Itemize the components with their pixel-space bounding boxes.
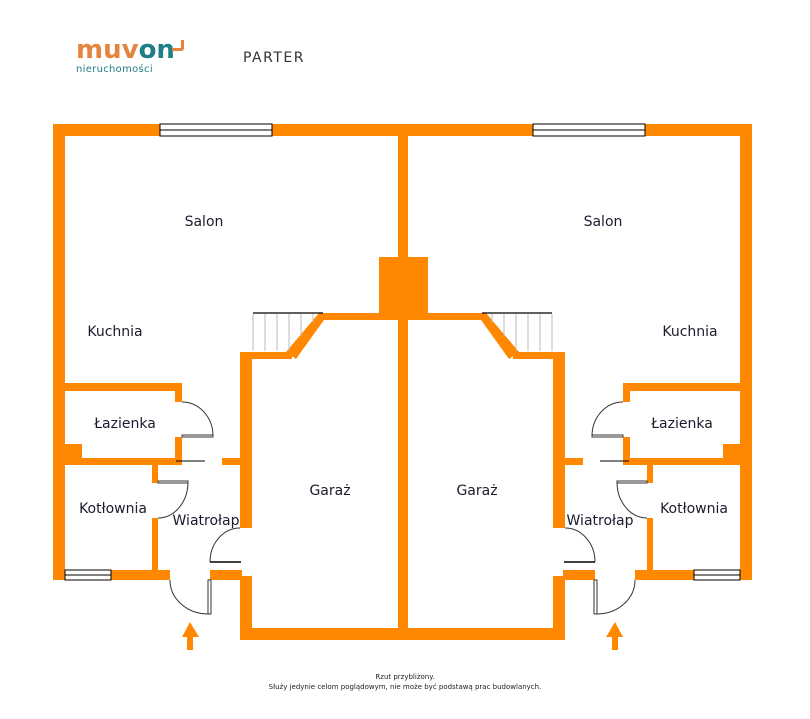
room-label-bathroom: Łazienka — [93, 416, 156, 432]
room-label-garage: Garaż — [456, 483, 497, 499]
room-label-kitchen: Kuchnia — [662, 324, 717, 340]
room-label-garage: Garaż — [309, 483, 350, 499]
brand-logo: muvon nieruchomości — [76, 35, 184, 75]
logo-swoosh-icon — [172, 40, 184, 51]
logo-wordmark: muvon — [76, 35, 175, 65]
chimney — [379, 257, 428, 318]
left-unit-walls — [52, 123, 404, 651]
party-wall — [398, 124, 408, 640]
room-labels-left: Salon Kuchnia Łazienka Kotłownia Wiatroł… — [79, 214, 351, 529]
right-unit-walls — [401, 123, 753, 651]
logo-tagline: nieruchomości — [76, 64, 153, 75]
disclaimer-line-2: Służy jedynie celom poglądowym, nie może… — [268, 683, 542, 691]
room-label-boiler: Kotłownia — [79, 501, 147, 517]
room-label-kitchen: Kuchnia — [87, 324, 142, 340]
room-labels-right: Salon Kuchnia Łazienka Kotłownia Wiatroł… — [456, 214, 728, 529]
room-label-bathroom: Łazienka — [650, 416, 713, 432]
room-label-salon: Salon — [584, 214, 623, 230]
room-label-salon: Salon — [185, 214, 224, 230]
room-label-vestibule: Wiatrołap — [173, 513, 240, 529]
room-label-boiler: Kotłownia — [660, 501, 728, 517]
floor-title: PARTER — [243, 50, 305, 66]
disclaimer-line-1: Rzut przybliżony. — [375, 673, 435, 681]
room-label-vestibule: Wiatrołap — [567, 513, 634, 529]
